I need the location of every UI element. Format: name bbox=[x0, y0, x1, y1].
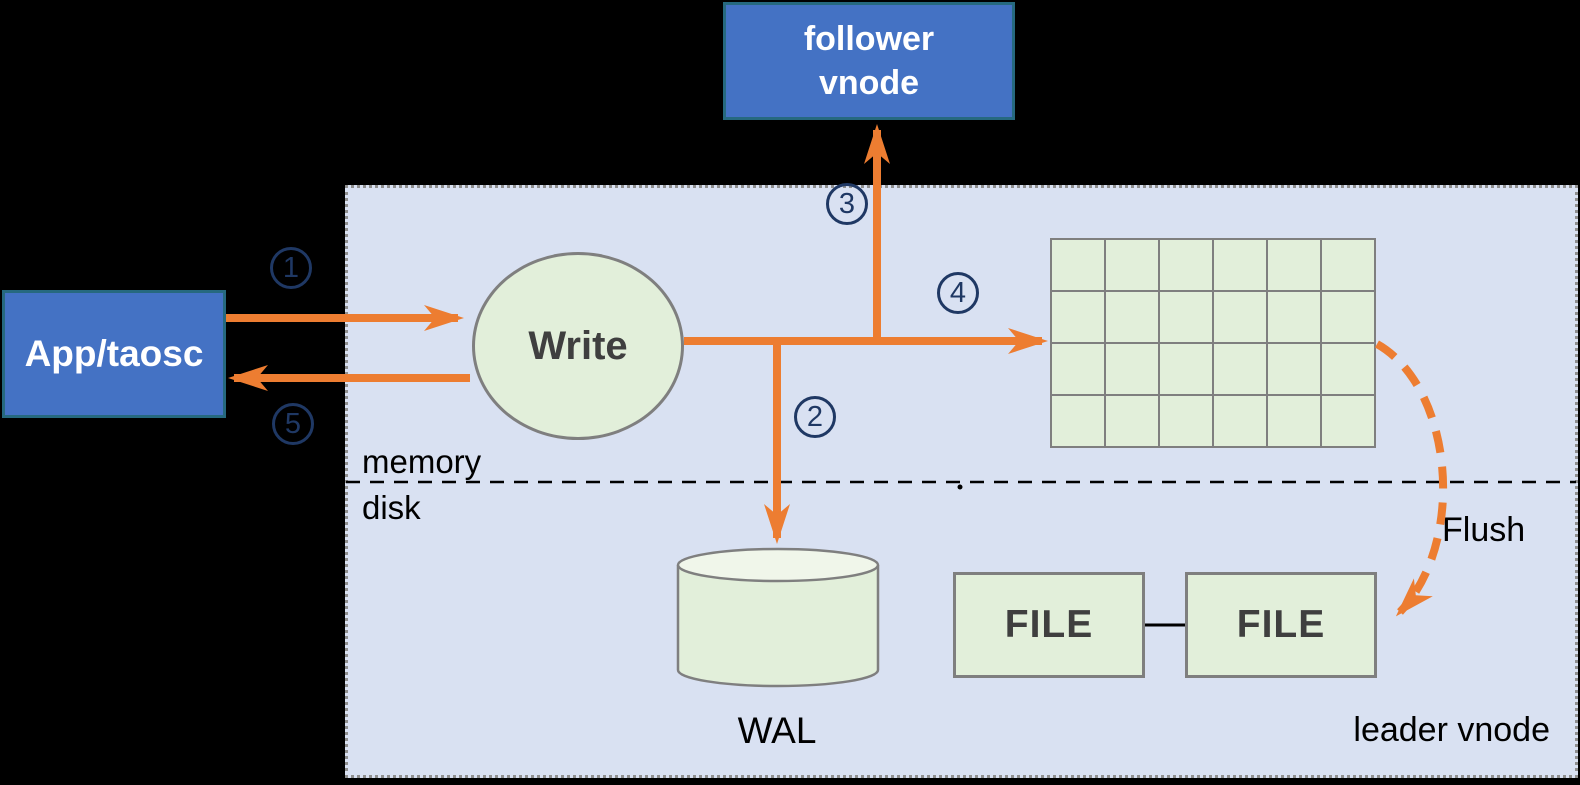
file-left-label: FILE bbox=[1004, 603, 1094, 646]
memtable-cell bbox=[1106, 344, 1158, 394]
memtable-cell bbox=[1106, 292, 1158, 342]
file-right-label: FILE bbox=[1236, 603, 1326, 646]
step-badge-5: 5 bbox=[272, 403, 314, 445]
memtable-cell bbox=[1268, 292, 1320, 342]
memtable-cell bbox=[1268, 344, 1320, 394]
memtable-cell bbox=[1214, 344, 1266, 394]
follower-vnode-label-line1: follower bbox=[803, 20, 935, 58]
follower-vnode-label-line2: vnode bbox=[818, 64, 920, 102]
flush-label: Flush bbox=[1442, 511, 1526, 549]
app-taosc-node: App/taosc bbox=[2, 290, 226, 418]
app-taosc-label: App/taosc bbox=[24, 333, 204, 374]
memtable-cell bbox=[1106, 396, 1158, 446]
wal-cylinder-body bbox=[676, 565, 880, 688]
memtable-cell bbox=[1322, 292, 1374, 342]
memtable-cell bbox=[1160, 292, 1212, 342]
file-node-left: FILE bbox=[953, 572, 1145, 678]
wal-cylinder-top bbox=[676, 547, 880, 583]
step-badge-3: 3 bbox=[826, 183, 868, 225]
memtable-cell bbox=[1214, 240, 1266, 290]
memtable-cell bbox=[1322, 240, 1374, 290]
memtable-cell bbox=[1214, 396, 1266, 446]
memtable-cell bbox=[1160, 396, 1212, 446]
memtable-cell bbox=[1052, 344, 1104, 394]
memtable-cell bbox=[1268, 396, 1320, 446]
memtable-cell bbox=[1052, 240, 1104, 290]
memtable-cell bbox=[1322, 396, 1374, 446]
memtable-cell bbox=[1106, 240, 1158, 290]
disk-label: disk bbox=[362, 489, 421, 526]
memtable-cell bbox=[1214, 292, 1266, 342]
memtable-grid bbox=[1050, 238, 1376, 448]
step-badge-1: 1 bbox=[270, 247, 312, 289]
memtable-cell bbox=[1052, 292, 1104, 342]
step-badge-4: 4 bbox=[937, 272, 979, 314]
memory-label: memory bbox=[362, 443, 482, 480]
wal-label: WAL bbox=[737, 710, 817, 751]
wal-cylinder bbox=[676, 547, 880, 688]
memtable-cell bbox=[1160, 240, 1212, 290]
follower-vnode-node: follower vnode bbox=[723, 2, 1015, 120]
memtable-cell bbox=[1052, 396, 1104, 446]
step-badge-2: 2 bbox=[794, 396, 836, 438]
file-node-right: FILE bbox=[1185, 572, 1377, 678]
write-process-node: Write bbox=[472, 252, 684, 440]
memtable-cell bbox=[1322, 344, 1374, 394]
write-label: Write bbox=[528, 323, 628, 368]
memtable-cell bbox=[1160, 344, 1212, 394]
memtable-cell bbox=[1268, 240, 1320, 290]
leader-vnode-label: leader vnode bbox=[1353, 711, 1550, 749]
